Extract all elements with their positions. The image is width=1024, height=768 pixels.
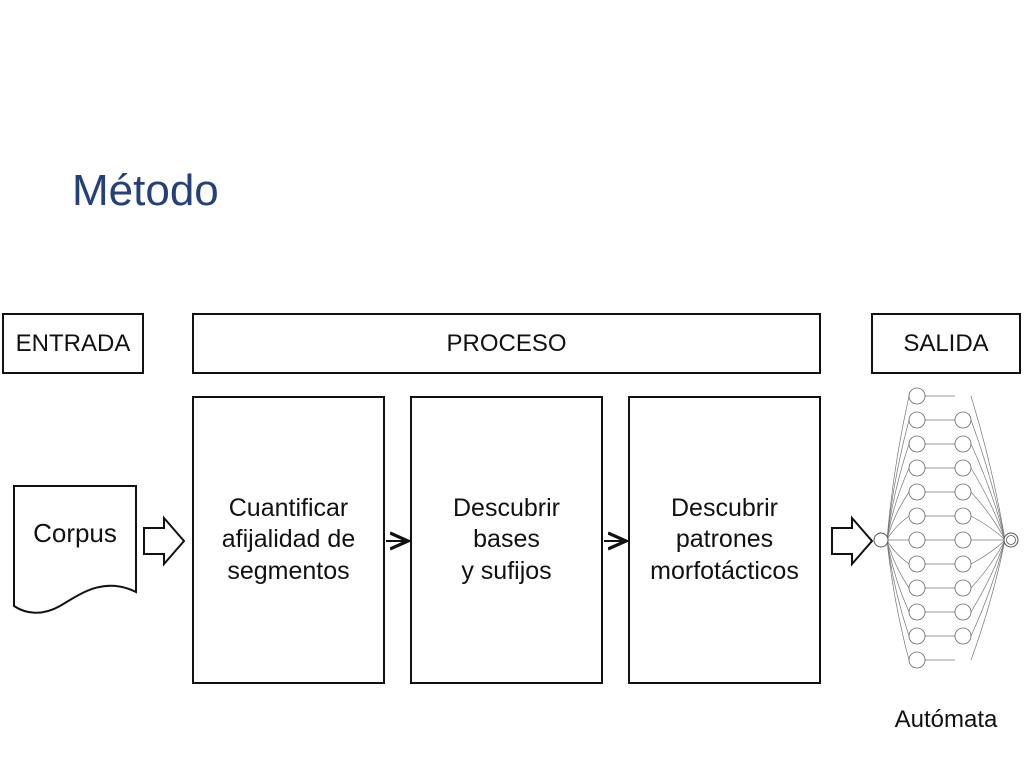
automaton-edge: [886, 539, 910, 589]
automaton-graph: [873, 387, 1019, 669]
automaton-edge: [970, 395, 1006, 541]
automaton-edge: [886, 467, 910, 541]
automaton-label: Autómata: [894, 706, 998, 733]
automaton-edge: [970, 515, 1006, 541]
automaton-state: [908, 411, 926, 429]
automaton-state: [908, 651, 926, 669]
process-step-2-label: Descubrir bases y sufijos: [453, 494, 560, 585]
automaton-state: [954, 483, 972, 501]
automaton-state: [954, 435, 972, 453]
automaton-edge: [970, 491, 1006, 541]
automaton-state: [954, 507, 972, 525]
process-step-3-label: Descubrir patrones morfotácticos: [650, 494, 799, 585]
process-step-3: Descubrir patrones morfotácticos: [628, 396, 821, 684]
header-proceso-label: PROCESO: [446, 329, 567, 357]
slide-title: Método: [72, 166, 219, 215]
automaton-edge: [970, 419, 1006, 541]
automaton-edge: [970, 539, 1006, 661]
header-salida: SALIDA: [871, 313, 1021, 374]
automaton-state: [954, 579, 972, 597]
automaton-start-state: [873, 532, 889, 548]
automaton-state: [954, 411, 972, 429]
automaton-state: [908, 387, 926, 405]
header-proceso: PROCESO: [192, 313, 821, 374]
automaton-state: [908, 507, 926, 525]
automaton-edge: [970, 539, 1006, 589]
automaton-edge: [970, 539, 1006, 637]
automaton-state: [954, 603, 972, 621]
automaton-state: [908, 555, 926, 573]
automaton-edge: [970, 467, 1006, 541]
automaton-edge: [886, 491, 910, 541]
corpus-label: Corpus: [33, 518, 117, 548]
automaton-final-state: [1003, 532, 1019, 548]
automaton-state: [908, 483, 926, 501]
automaton-state: [908, 531, 926, 549]
automaton-state: [954, 459, 972, 477]
automaton-final-ring: [1006, 535, 1016, 545]
automaton-state: [908, 579, 926, 597]
automaton-state: [908, 627, 926, 645]
block-arrow-output: [831, 515, 874, 567]
automaton-state: [908, 435, 926, 453]
process-step-1: Cuantificar afijalidad de segmentos: [192, 396, 385, 684]
automaton-state: [908, 603, 926, 621]
automaton-edge: [886, 539, 910, 661]
automaton-state: [954, 531, 972, 549]
automaton-edge: [970, 443, 1006, 541]
header-salida-label: SALIDA: [903, 329, 989, 357]
process-step-1-label: Cuantificar afijalidad de segmentos: [221, 494, 356, 585]
header-entrada-label: ENTRADA: [15, 329, 131, 357]
block-arrow-input: [143, 515, 186, 567]
automaton-state: [954, 555, 972, 573]
automaton-edge: [970, 539, 1006, 613]
automaton-edge: [886, 443, 910, 541]
corpus-document-shape: [13, 485, 137, 614]
process-step-2: Descubrir bases y sufijos: [410, 396, 603, 684]
automaton-state: [908, 459, 926, 477]
header-entrada: ENTRADA: [2, 313, 144, 374]
automaton-edge: [886, 419, 910, 541]
automaton-edge: [970, 539, 1006, 565]
automaton-state: [954, 627, 972, 645]
